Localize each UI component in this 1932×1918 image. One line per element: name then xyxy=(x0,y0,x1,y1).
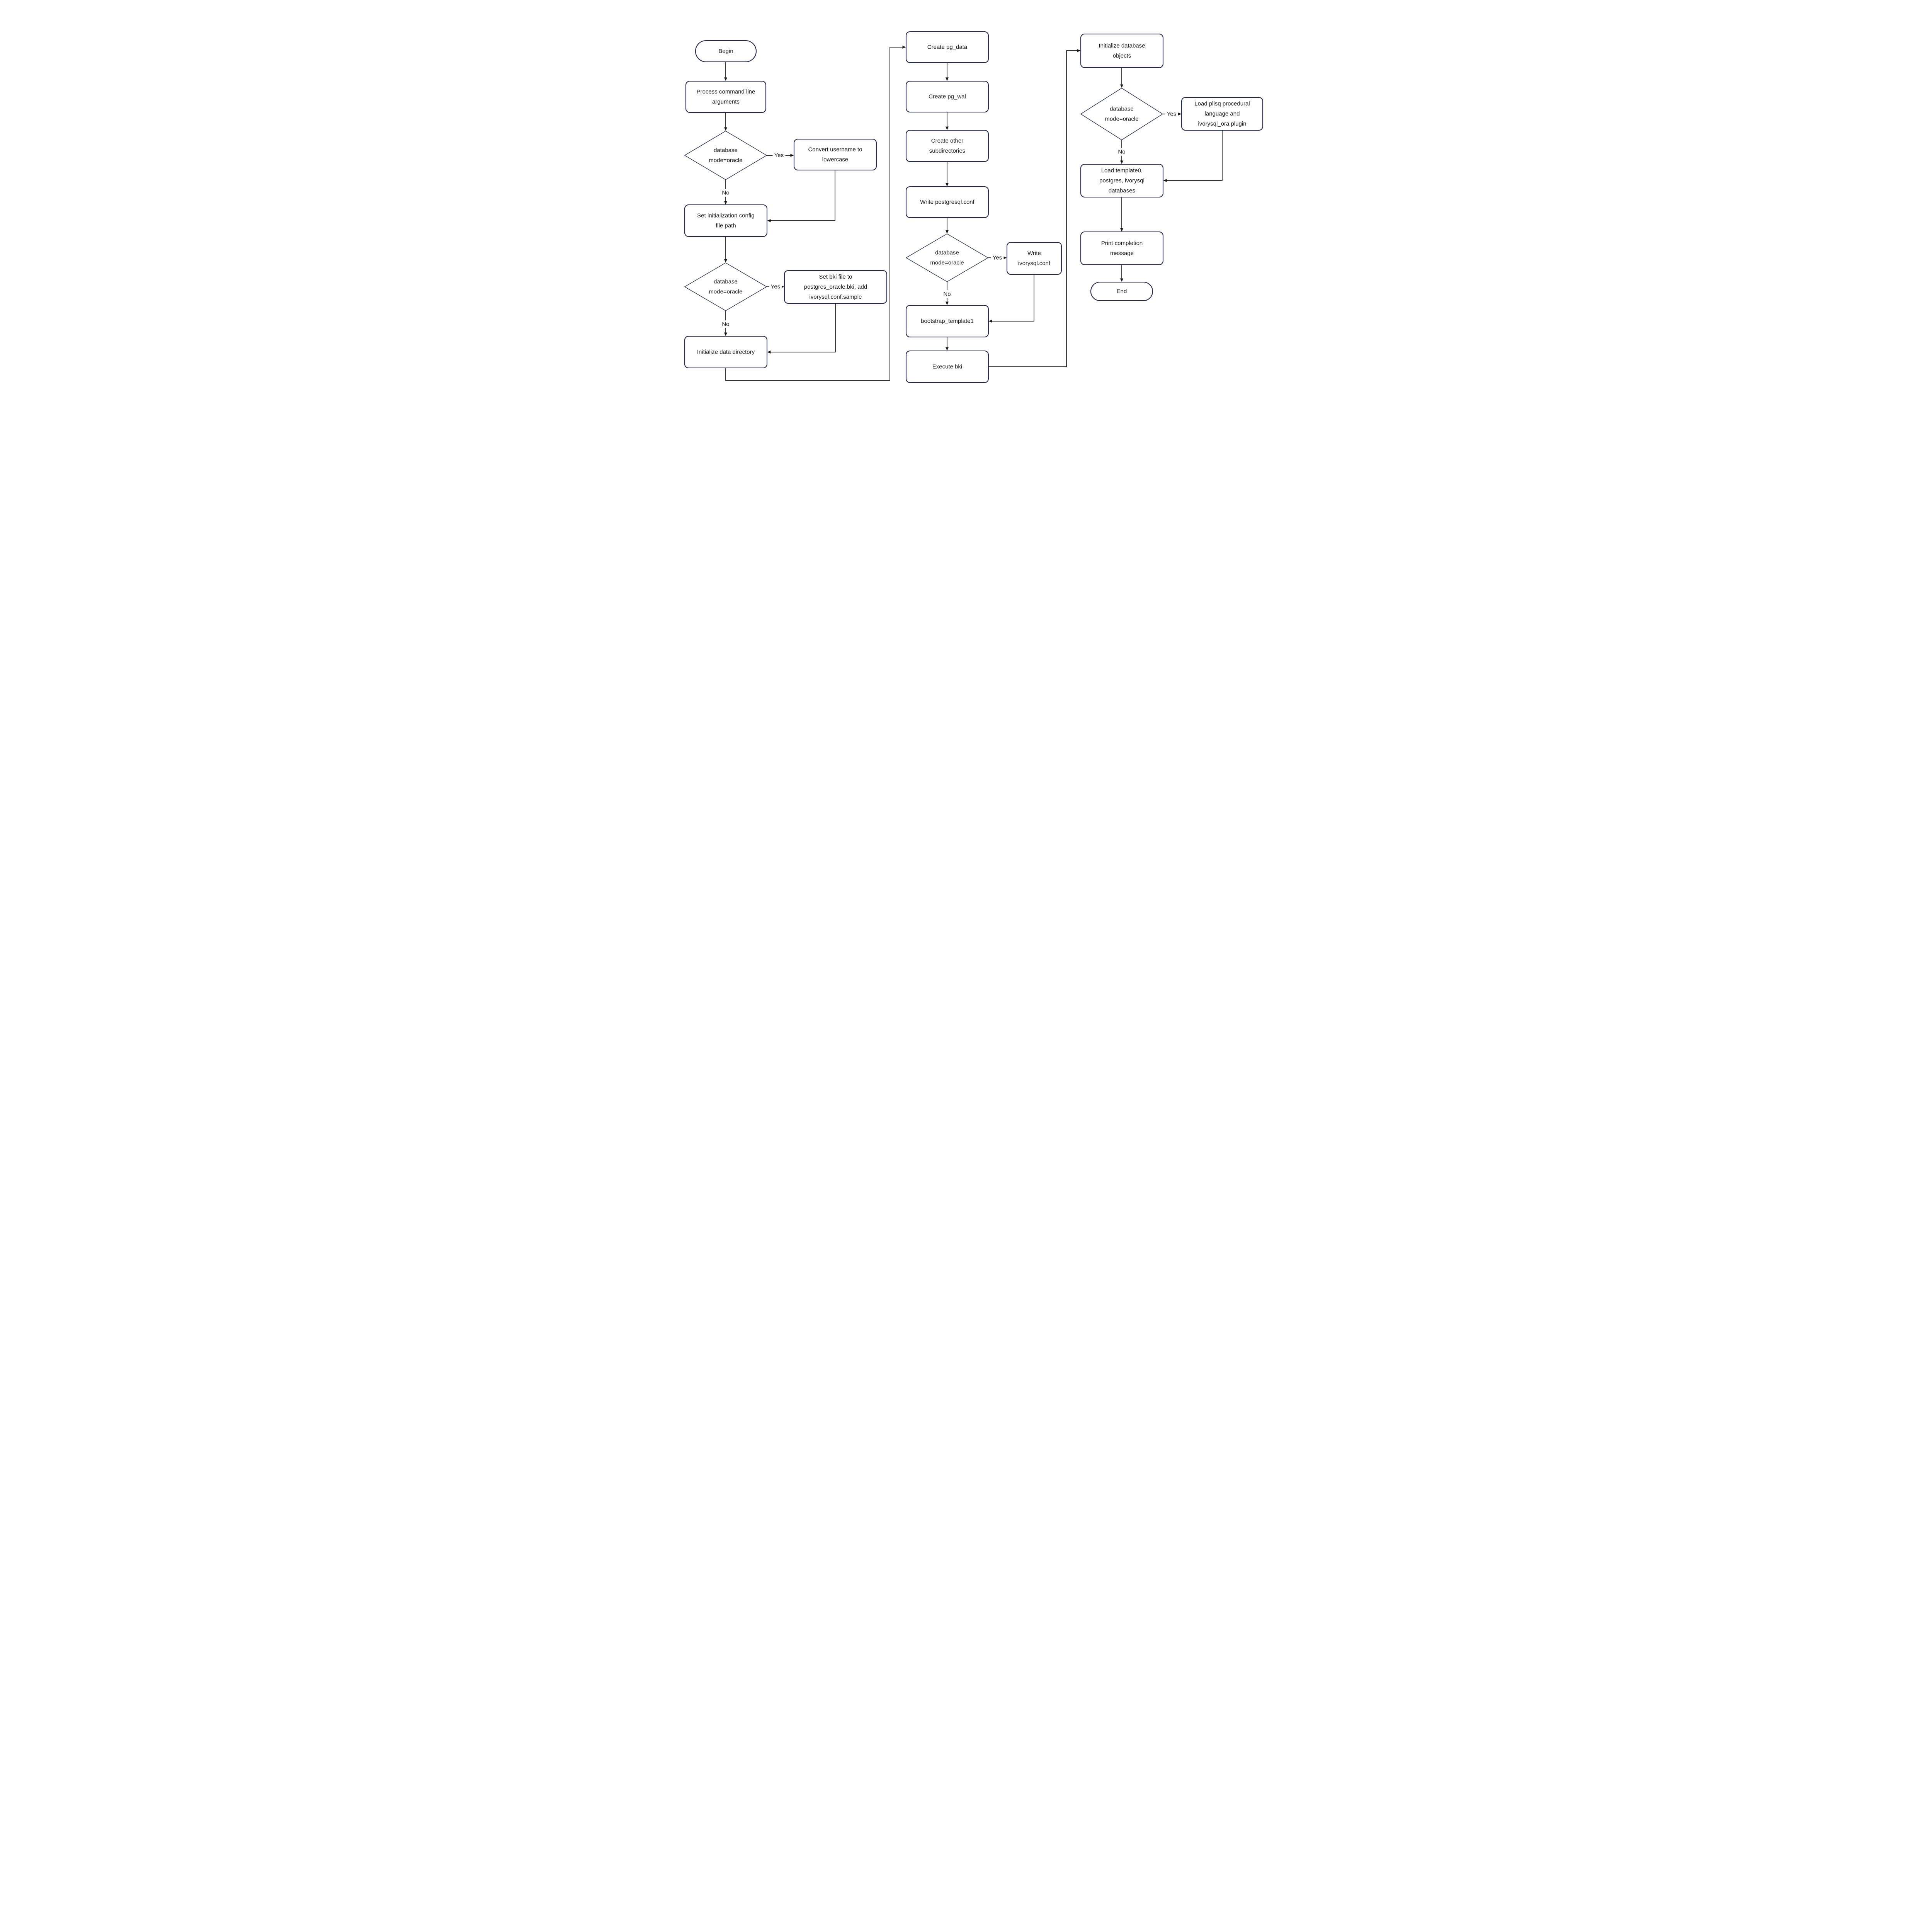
edge-label-decision2-no-to-initdatadir: No xyxy=(722,321,729,328)
edge-layer xyxy=(724,46,1223,381)
process-args-shape xyxy=(685,80,767,113)
edge-loadplisq-to-loaddbs xyxy=(1163,130,1223,182)
node-write-postgresql-conf: Write postgresql.conf xyxy=(905,186,989,218)
edge-label-bg-decision1-no-to-setconfig xyxy=(721,189,730,197)
edge-executebki-to-initdbobjects xyxy=(988,49,1081,367)
edge-label-bg-decision3-yes-to-ivorysqlconf xyxy=(991,254,1004,262)
set-config-path-shape xyxy=(684,204,768,237)
write-postgresql-conf-label: Write postgresql.conf xyxy=(920,199,975,206)
edge-label-decision1-yes-to-convert: Yes xyxy=(774,152,784,159)
init-db-objects-shape xyxy=(1080,33,1164,68)
create-pg-wal-shape xyxy=(905,80,989,113)
decision-oracle-4-shape xyxy=(1080,88,1163,140)
bootstrap-template1-shape xyxy=(905,305,989,338)
init-data-dir-shape xyxy=(684,335,768,369)
decision-oracle-2-shape xyxy=(684,262,767,311)
create-pg-data-shape xyxy=(905,31,989,63)
node-execute-bki: Execute bki xyxy=(905,350,989,383)
decision-oracle-1-shape xyxy=(684,131,767,180)
edge-label-bg-decision1-yes-to-convert xyxy=(772,151,786,159)
begin-label: Begin xyxy=(718,48,733,54)
node-create-pg-data: Create pg_data xyxy=(905,31,989,63)
edge-label-bg-decision4-yes-to-loadplisq xyxy=(1165,110,1178,118)
edge-label-bg-decision3-no-to-bootstrap xyxy=(942,290,952,298)
edge-label-decision4-yes-to-loadplisq: Yes xyxy=(1167,111,1176,117)
begin-shape xyxy=(695,40,757,63)
node-create-pg-wal: Create pg_wal xyxy=(905,80,989,113)
edge-ivorysqlconf-to-bootstrap xyxy=(988,274,1034,323)
create-subdirs-shape xyxy=(905,129,989,162)
end-shape xyxy=(1090,281,1153,301)
edge-label-decision3-no-to-bootstrap: No xyxy=(943,291,951,298)
node-end: End xyxy=(1090,281,1153,301)
edge-setbki-to-initdatadir xyxy=(767,303,836,354)
edge-label-decision3-yes-to-ivorysqlconf: Yes xyxy=(993,255,1002,261)
edge-label-bg-decision2-no-to-initdatadir xyxy=(721,320,730,328)
edge-label-decision1-no-to-setconfig: No xyxy=(722,190,729,196)
edge-convert-to-setconfig xyxy=(767,170,835,222)
edge-label-decision4-no-to-loaddbs: No xyxy=(1118,149,1125,155)
bootstrap-template1-label: bootstrap_template1 xyxy=(921,318,974,325)
init-data-dir-label: Initialize data directory xyxy=(697,349,755,356)
node-begin: Begin xyxy=(695,40,757,63)
end-label: End xyxy=(1117,288,1127,295)
edge-label-bg-decision2-yes-to-setbki xyxy=(769,283,782,291)
node-bootstrap-template1: bootstrap_template1 xyxy=(905,305,989,338)
write-postgresql-conf-shape xyxy=(905,186,989,218)
edge-label-bg-decision4-no-to-loaddbs xyxy=(1117,148,1126,156)
set-bki-file-shape xyxy=(784,270,888,304)
convert-username-shape xyxy=(793,138,877,171)
print-completion-shape xyxy=(1080,231,1164,265)
execute-bki-label: Execute bki xyxy=(932,364,963,370)
edge-initdatadir-to-createpgdata xyxy=(725,46,906,381)
create-pg-wal-label: Create pg_wal xyxy=(929,94,966,100)
edge-label-decision2-yes-to-setbki: Yes xyxy=(771,284,780,290)
write-ivorysql-conf-shape xyxy=(1006,242,1062,275)
node-init-data-dir: Initialize data directory xyxy=(684,335,768,369)
decision-oracle-3-shape xyxy=(905,233,989,282)
execute-bki-shape xyxy=(905,350,989,383)
create-pg-data-label: Create pg_data xyxy=(927,44,968,51)
load-plisq-plugin-shape xyxy=(1181,97,1264,131)
load-databases-shape xyxy=(1080,163,1164,198)
